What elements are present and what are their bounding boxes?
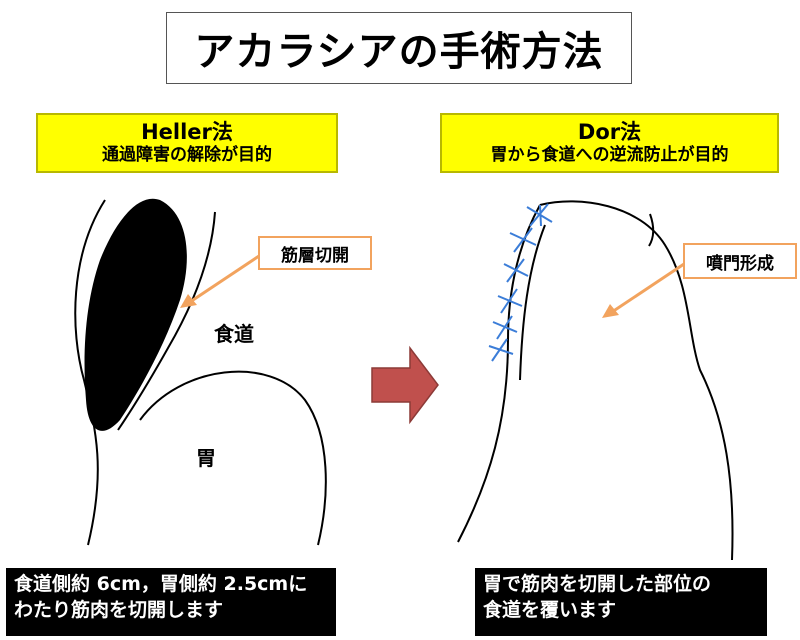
dor-esophagus-left bbox=[457, 204, 541, 543]
dor-method-name: Dor法 bbox=[577, 120, 642, 145]
stomach-outline bbox=[139, 370, 327, 546]
dor-esophagus-right bbox=[519, 224, 546, 381]
heller-method-box: Heller法 通過障害の解除が目的 bbox=[36, 113, 338, 173]
esophagus-label: 食道 bbox=[214, 322, 254, 346]
myotomy-label: 筋層切開 bbox=[258, 236, 372, 270]
page-title: アカラシアの手術方法 bbox=[166, 12, 632, 84]
dor-fundus-outline bbox=[539, 200, 734, 561]
dor-method-purpose: 胃から食道への逆流防止が目的 bbox=[490, 145, 729, 166]
heller-note: 食道側約 6cm，胃側約 2.5cmに わたり筋肉を切開します bbox=[6, 568, 336, 636]
transition-arrow bbox=[371, 345, 439, 425]
dor-note-line2: 食道を覆います bbox=[483, 598, 617, 621]
stomach-label: 胃 bbox=[196, 446, 216, 470]
dor-note-line1: 胃で筋肉を切開した部位の bbox=[483, 573, 712, 595]
dor-note: 胃で筋肉を切開した部位の 食道を覆います bbox=[475, 568, 767, 636]
fundoplication-arrow bbox=[602, 304, 619, 318]
myotomy-region bbox=[84, 198, 187, 431]
heller-note-line1: 食道側約 6cm，胃側約 2.5cmに bbox=[14, 573, 308, 595]
myotomy-arrow bbox=[180, 294, 197, 308]
heller-method-purpose: 通過障害の解除が目的 bbox=[102, 145, 272, 166]
esophagus-left-wall bbox=[74, 199, 106, 546]
dor-small-line bbox=[648, 213, 655, 247]
esophagus-right-wall bbox=[117, 211, 216, 431]
heller-note-line2: わたり筋肉を切開します bbox=[14, 598, 224, 621]
fundoplication-label: 噴門形成 bbox=[683, 243, 797, 279]
heller-method-name: Heller法 bbox=[141, 120, 233, 145]
suture-marks bbox=[488, 203, 553, 362]
dor-method-box: Dor法 胃から食道への逆流防止が目的 bbox=[440, 113, 779, 173]
